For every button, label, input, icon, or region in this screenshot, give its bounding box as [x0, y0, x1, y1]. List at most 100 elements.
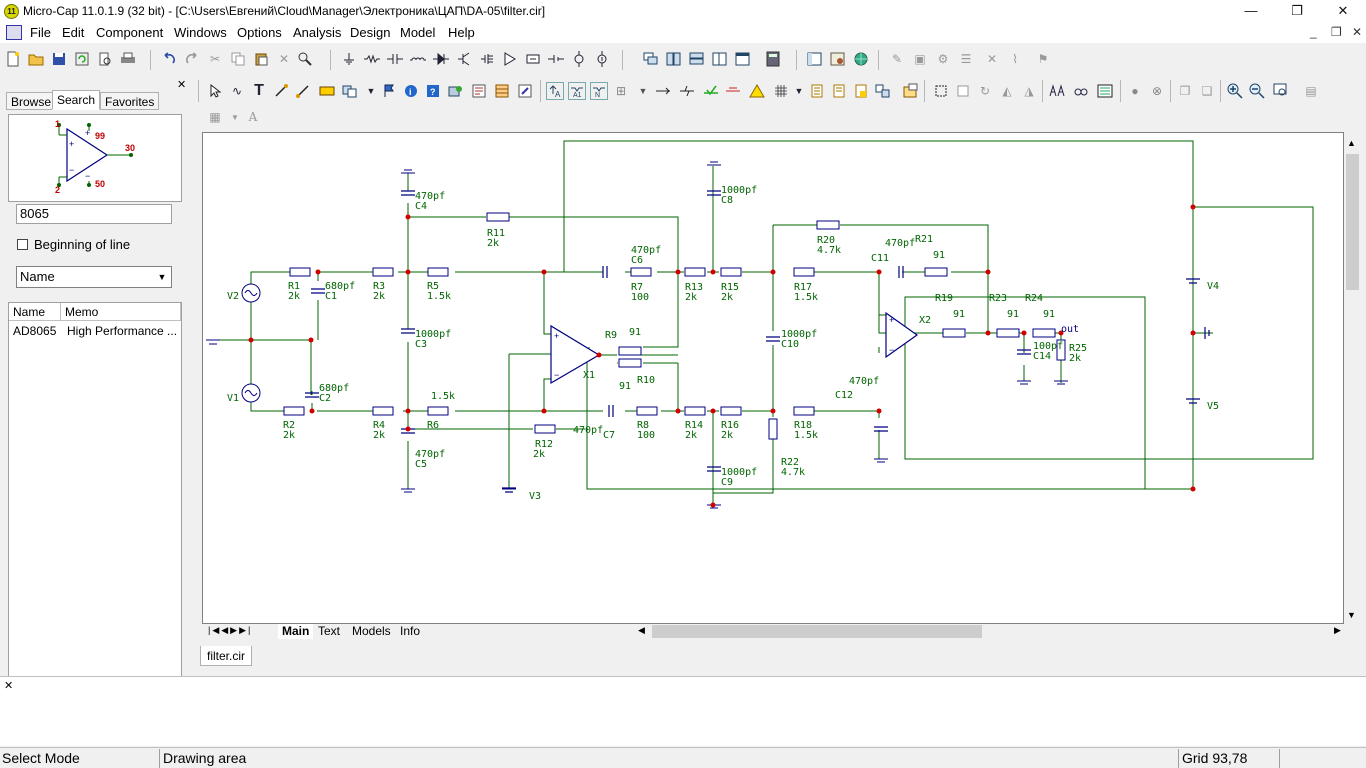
text-block-icon[interactable]: [470, 82, 488, 100]
attribute-text-icon[interactable]: A: [546, 82, 564, 100]
current-icon[interactable]: [654, 82, 672, 100]
snap-dropdown-icon[interactable]: ▼: [231, 112, 239, 122]
scroll-up-icon[interactable]: ▲: [1347, 138, 1356, 148]
plot-icon[interactable]: ⌇: [1012, 52, 1018, 66]
column-header-memo[interactable]: Memo: [61, 303, 181, 321]
node-voltages-icon[interactable]: N: [590, 82, 608, 100]
node-numbers-icon[interactable]: A1: [568, 82, 586, 100]
list-item[interactable]: AD8065 High Performance ...: [9, 322, 181, 340]
menu-windows[interactable]: Windows: [174, 25, 227, 40]
tab-models[interactable]: Models: [352, 624, 391, 638]
grid-snap-icon[interactable]: ▦: [209, 110, 221, 124]
model-program-icon[interactable]: ⚙: [937, 52, 949, 66]
zoom-out-icon[interactable]: [1248, 82, 1266, 100]
cut-icon[interactable]: ✂: [209, 52, 221, 66]
tile-horizontal-icon[interactable]: [688, 50, 706, 68]
list-icon[interactable]: ☰: [960, 52, 972, 66]
edit-icon[interactable]: [516, 82, 534, 100]
macro-icon[interactable]: [524, 50, 542, 68]
search-field-select[interactable]: Name ▼: [16, 266, 172, 288]
table-icon[interactable]: [493, 82, 511, 100]
flag-icon[interactable]: [380, 82, 398, 100]
power-icon[interactable]: [678, 82, 696, 100]
panel-close-button[interactable]: ✕: [177, 79, 187, 91]
search-input[interactable]: 8065: [16, 204, 172, 224]
condition-icon[interactable]: [702, 82, 720, 100]
warning-icon[interactable]: [748, 82, 766, 100]
ground-icon[interactable]: [340, 50, 358, 68]
graphics-icon[interactable]: [342, 82, 360, 100]
bus-icon[interactable]: [318, 82, 336, 100]
tab-info[interactable]: Info: [400, 624, 421, 638]
pin-names-icon[interactable]: [724, 82, 742, 100]
menu-help[interactable]: Help: [448, 25, 475, 40]
tools-icon[interactable]: ✕: [986, 52, 998, 66]
mdi-restore-button[interactable]: ❐: [1331, 25, 1342, 39]
zoom-in-icon[interactable]: [1226, 82, 1244, 100]
resistor-icon[interactable]: [363, 50, 381, 68]
zoom-fit-icon[interactable]: [1272, 82, 1290, 100]
paste-icon[interactable]: [252, 50, 270, 68]
current-source-icon[interactable]: [593, 50, 611, 68]
vertical-scrollbar[interactable]: ▲ ▼: [1344, 132, 1361, 624]
package-editor-icon[interactable]: ▣: [914, 52, 926, 66]
page-icon[interactable]: [808, 82, 826, 100]
diode-icon[interactable]: [432, 50, 450, 68]
select-mode-icon[interactable]: [206, 82, 224, 100]
mdi-minimize-button[interactable]: _: [1310, 25, 1317, 39]
menu-design[interactable]: Design: [350, 25, 391, 40]
document-icon[interactable]: [6, 25, 22, 40]
menu-file[interactable]: File: [30, 25, 51, 40]
component-list-icon[interactable]: [1096, 82, 1114, 100]
scroll-left-icon[interactable]: ◀: [638, 625, 645, 635]
scroll-thumb[interactable]: [1346, 154, 1359, 290]
page-new-icon[interactable]: [830, 82, 848, 100]
info-icon[interactable]: i: [402, 82, 420, 100]
page-delete-icon[interactable]: [852, 82, 870, 100]
shape-editor-icon[interactable]: ✎: [891, 52, 903, 66]
print-icon[interactable]: [119, 50, 137, 68]
open-folder-icon[interactable]: [27, 50, 45, 68]
send-back-icon[interactable]: ❏: [1201, 84, 1213, 98]
mirror-icon[interactable]: ◭: [1002, 84, 1012, 98]
tab-search[interactable]: Search: [52, 90, 101, 110]
component-panel-icon[interactable]: [806, 50, 824, 68]
cascade-icon[interactable]: [642, 50, 660, 68]
scroll-down-icon[interactable]: ▼: [1347, 610, 1356, 620]
pin-dropdown-icon[interactable]: ▼: [638, 86, 648, 96]
maximize-button[interactable]: ❐: [1291, 3, 1303, 18]
file-tab[interactable]: filter.cir: [200, 646, 253, 666]
mosfet-icon[interactable]: [478, 50, 496, 68]
schematic-canvas[interactable]: +− +− V2 V1 V3 V4 V5: [202, 132, 1344, 624]
opamp-icon[interactable]: [501, 50, 519, 68]
rotate-icon[interactable]: ↻: [979, 84, 991, 98]
mdi-close-button[interactable]: ✕: [1352, 25, 1363, 39]
find-icon[interactable]: [296, 50, 314, 68]
replace-icon[interactable]: [1072, 82, 1090, 100]
menu-component[interactable]: Component: [96, 25, 164, 40]
tab-browse[interactable]: Browse: [6, 92, 57, 110]
window-icon[interactable]: [734, 50, 752, 68]
capacitor-icon[interactable]: [386, 50, 404, 68]
line-mode-icon[interactable]: [272, 82, 290, 100]
beginning-of-line-checkbox[interactable]: [17, 239, 28, 250]
tab-favorites[interactable]: Favorites: [100, 92, 160, 110]
flip-icon[interactable]: ◮: [1024, 84, 1034, 98]
text-mode-icon[interactable]: T: [254, 82, 264, 99]
voltage-source-icon[interactable]: [570, 50, 588, 68]
npn-icon[interactable]: [455, 50, 473, 68]
globe-icon[interactable]: [852, 50, 870, 68]
cancel-icon[interactable]: ⊗: [1151, 84, 1163, 98]
component-editor-icon[interactable]: [829, 50, 847, 68]
output-close-button[interactable]: ✕: [4, 680, 14, 692]
grid-dropdown-icon[interactable]: ▼: [794, 86, 804, 96]
calculator-icon[interactable]: [764, 50, 782, 68]
bounding-box-icon[interactable]: [932, 82, 950, 100]
scroll-right-icon[interactable]: ▶: [1334, 625, 1341, 635]
attribute-icon[interactable]: [447, 82, 465, 100]
tab-nav-arrows-icon[interactable]: |◀◀▶▶|: [208, 625, 253, 635]
tile-vertical-icon[interactable]: [665, 50, 683, 68]
delete-icon[interactable]: ✕: [278, 52, 290, 66]
menu-edit[interactable]: Edit: [62, 25, 85, 40]
close-button[interactable]: ✕: [1337, 3, 1349, 18]
